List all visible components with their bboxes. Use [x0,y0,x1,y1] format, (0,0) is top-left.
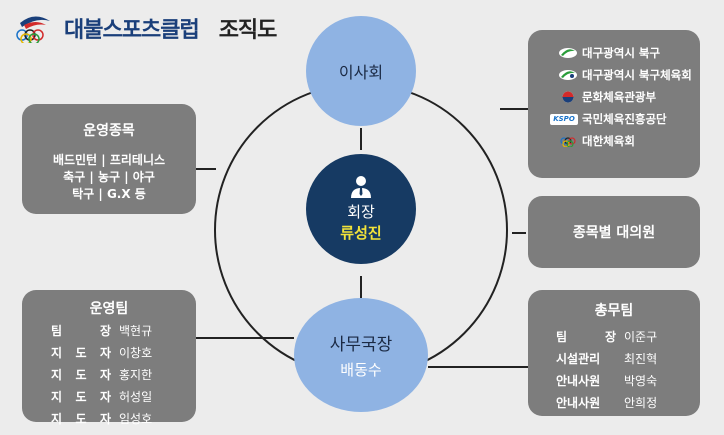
member-name: 이준구 [624,330,658,344]
partner-item: KSPO 국민체육진흥공단 [550,108,700,130]
chair-role: 회장 [347,203,375,221]
sports-line: 축구 | 농구 | 야구 [63,170,155,184]
member-name: 백현규 [119,324,153,338]
chair-circle: 회장 류성진 [306,154,416,264]
sports-line: 배드민턴 | 프리테니스 [52,153,166,167]
partner-item: 대구광역시 북구체육회 [558,64,700,86]
partner-item: 대구광역시 북구 [558,42,700,64]
ops-team-row: 지 도 자 이창호 [22,342,196,364]
sports-box-title: 운영종목 [83,123,135,139]
kspo-logo-icon: KSPO [550,113,578,125]
bukgu-sports-council-logo-icon [559,70,577,80]
secretariat-name: 배동수 [340,361,382,379]
chair-name: 류성진 [340,224,382,242]
general-affairs-row: 시설관리 최진혁 [528,348,700,370]
partner-label: 대구광역시 북구체육회 [582,68,692,82]
partner-label: 문화체육관광부 [582,90,657,104]
ops-team-row: 팀 장 백현규 [22,320,196,342]
general-affairs-row: 팀 장 이준구 [528,326,700,348]
connector-sports [196,168,216,170]
partner-label: 대한체육회 [582,134,635,148]
sports-box: 운영종목 배드민턴 | 프리테니스 축구 | 농구 | 야구 탁구 | G.X … [22,104,196,214]
member-role: 지 도 자 [51,412,111,426]
general-affairs-row: 안내사원 안희정 [528,392,700,414]
partners-box: 대구광역시 북구 대구광역시 북구체육회 문화체육관광부 KSPO 국민체육진흥… [528,30,700,178]
connector-committee [512,232,526,234]
member-name: 박영숙 [624,374,658,388]
member-role: 팀 장 [556,330,616,344]
committee-box: 종목별 대의원 [528,196,700,268]
connector-ops [196,337,294,339]
member-name: 안희정 [624,396,658,410]
member-role: 안내사원 [556,396,601,410]
sports-line: 탁구 | G.X 등 [72,187,146,201]
connector-general [428,366,528,368]
secretariat-role: 사무국장 [329,335,393,355]
member-name: 임성호 [119,412,153,426]
secretariat-circle: 사무국장 배동수 [294,298,428,412]
general-affairs-title: 총무팀 [594,303,634,319]
header: 대불스포츠클럽 조직도 [14,12,278,44]
ops-team-title: 운영팀 [89,301,129,317]
person-icon [351,176,371,198]
bukgu-logo-icon [559,48,577,58]
member-role: 지 도 자 [51,390,111,404]
committee-box-title: 종목별 대의원 [572,225,656,241]
member-role: 지 도 자 [51,346,111,360]
board-circle: 이사회 [306,16,416,126]
partner-label: 국민체육진흥공단 [582,112,667,126]
partner-item: 문화체육관광부 [558,86,700,108]
member-name: 최진혁 [624,352,658,366]
club-name: 대불스포츠클럽 [64,18,200,43]
member-role: 안내사원 [556,374,601,388]
partner-item: 대한체육회 [558,130,700,152]
korea-sports-council-logo-icon [560,137,576,147]
culture-ministry-logo-icon [562,91,574,103]
member-name: 홍지한 [119,368,153,382]
club-logo-icon [16,16,50,43]
connector-board-chair [360,128,362,150]
member-name: 허성일 [119,390,153,404]
connector-chair-secretariat [360,276,362,298]
ops-team-row: 지 도 자 홍지한 [22,364,196,386]
ops-team-row: 지 도 자 허성일 [22,386,196,408]
ops-team-row: 지 도 자 임성호 [22,408,196,430]
general-affairs-row: 안내사원 박영숙 [528,370,700,392]
member-role: 지 도 자 [51,368,111,382]
board-label: 이사회 [338,63,384,82]
member-role: 시설관리 [556,352,601,366]
member-name: 이창호 [119,346,153,360]
page-title: 조직도 [218,18,278,43]
connector-partners [500,108,528,110]
partner-label: 대구광역시 북구 [582,46,661,60]
member-role: 팀 장 [51,324,111,338]
